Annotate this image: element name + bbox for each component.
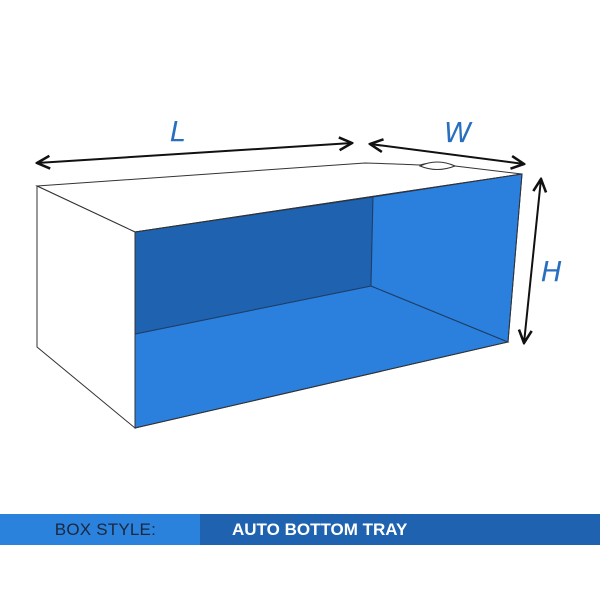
- box-style-value-cell: AUTO BOTTOM TRAY: [200, 514, 600, 545]
- box-style-key-cell: BOX STYLE:: [0, 514, 200, 545]
- box-style-key-label: BOX STYLE:: [54, 519, 156, 539]
- box-style-value-label: AUTO BOTTOM TRAY: [232, 519, 408, 539]
- box-style-banner: BOX STYLE: AUTO BOTTOM TRAY: [0, 514, 600, 545]
- length-arrow: [37, 143, 352, 163]
- width-label: W: [444, 116, 472, 149]
- width-arrow: [370, 144, 524, 164]
- height-label: H: [541, 255, 563, 288]
- box-opening-outline: [134, 173, 523, 429]
- height-arrow: [524, 179, 541, 343]
- length-label: L: [170, 115, 186, 148]
